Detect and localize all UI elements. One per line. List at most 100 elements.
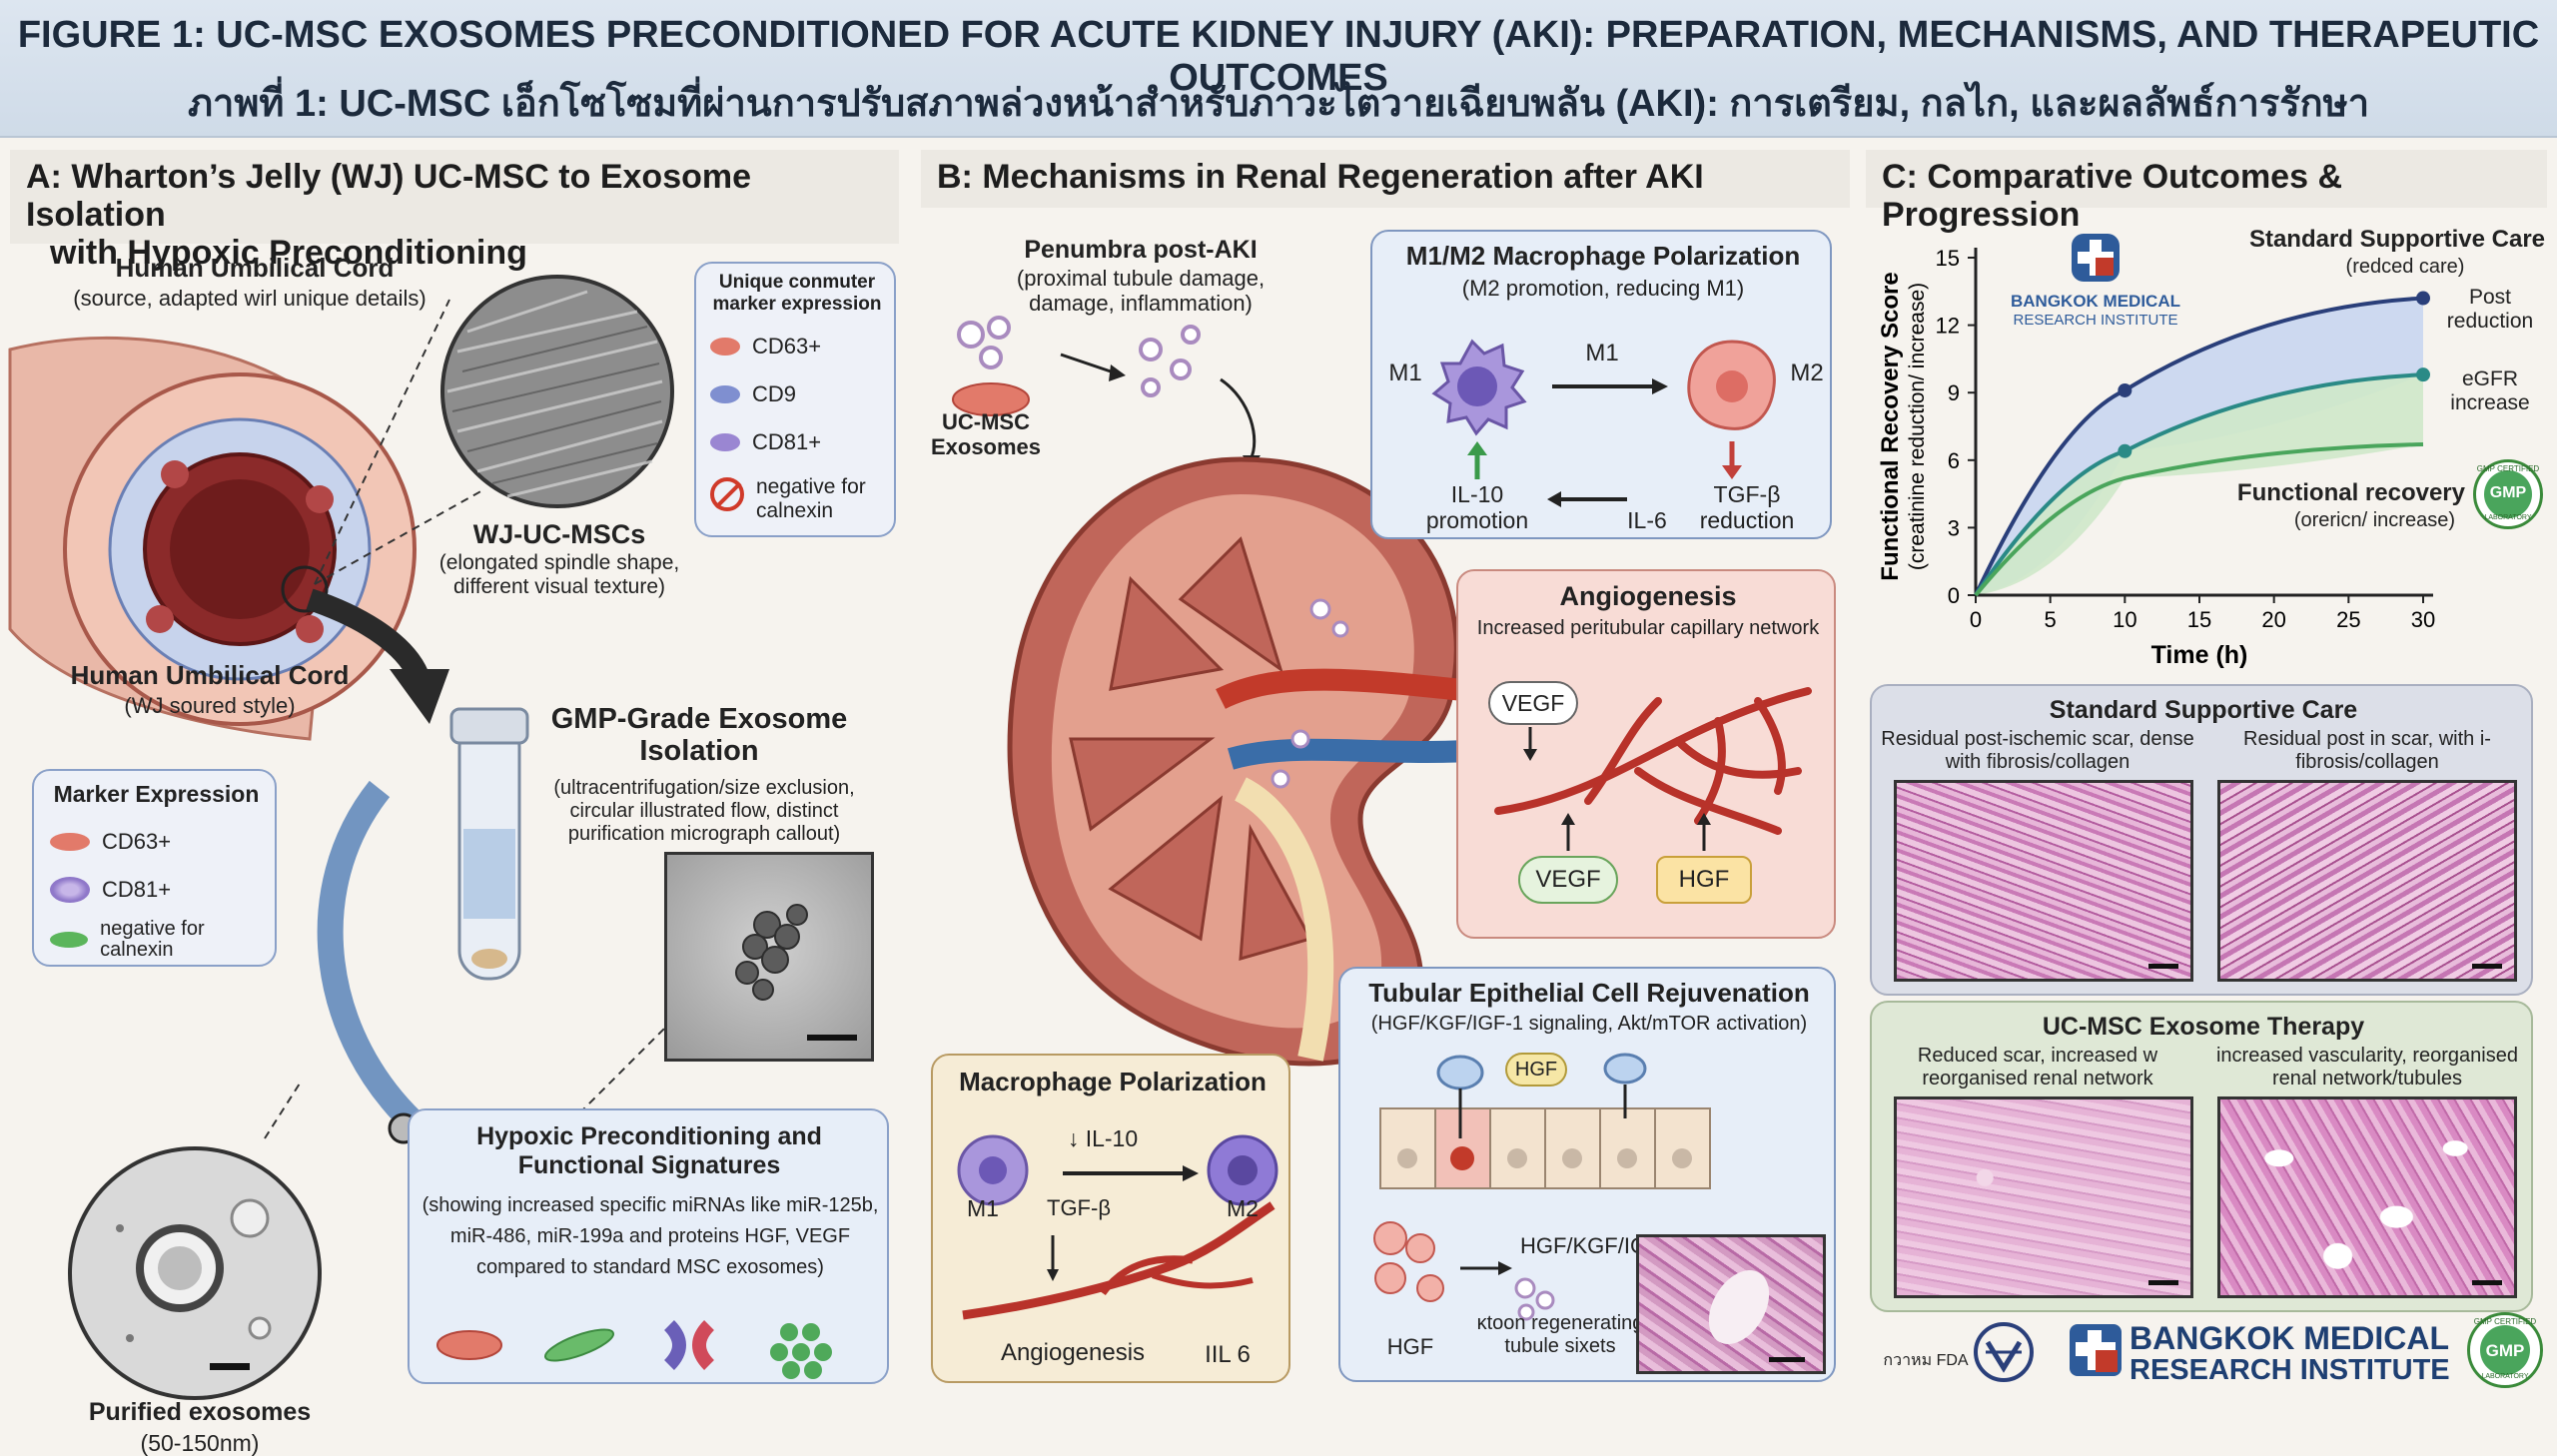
unique-marker-item: CD63+ xyxy=(752,334,822,359)
wj-msc-micrograph xyxy=(440,275,674,508)
up-arrow-icon xyxy=(1697,813,1711,851)
footer-logo-line2: RESEARCH INSTITUTE xyxy=(2130,1354,2450,1386)
macro-m2-label: M2 xyxy=(1227,1195,1259,1221)
ssc-chart-label: Standard Supportive Care xyxy=(2248,226,2545,253)
chart-data-point xyxy=(2118,443,2132,458)
hist2-caption1: Reduced scar, increased w reorganised re… xyxy=(1917,1045,2158,1090)
hist1-caption2: Residual post in scar, with i- fibrosis/… xyxy=(2243,728,2491,773)
cd63-cell-icon xyxy=(710,338,740,356)
tgfb-reduction-label: TGF-β reduction xyxy=(1699,481,1795,534)
m2-label: M2 xyxy=(1790,360,1824,386)
unique-marker-item: CD81+ xyxy=(752,429,822,454)
angiogenesis-subtitle: Increased peritubular capillary network xyxy=(1476,617,1820,639)
macro-il10-text: IL-10 xyxy=(1085,1125,1139,1151)
m1m2-polarization-box: M1/M2 Macrophage Polarization (M2 promot… xyxy=(1370,230,1832,539)
marker-item: CD81+ xyxy=(102,877,172,902)
purified-exosomes-title: Purified exosomes xyxy=(88,1398,312,1426)
chart-x-tick-label: 15 xyxy=(2187,607,2211,632)
uc-msc-exosomes-label: UC-MSC Exosomes xyxy=(930,409,1042,460)
tec-cells-illustration xyxy=(1373,1221,1512,1302)
il10-promotion-label: IL-10 promotion xyxy=(1425,481,1529,534)
panel-a: A: Wharton’s Jelly (WJ) UC-MSC to Exosom… xyxy=(8,150,899,1456)
gmp-badge-top: GMP CERTIFIED xyxy=(2476,464,2540,473)
figure-title-thai: ภาพที่ 1: UC-MSC เอ็กโซโซมที่ผ่านการปรับ… xyxy=(187,83,2370,125)
chart-upper-band xyxy=(1976,298,2423,595)
footer-gmp-top: GMP CERTIFIED xyxy=(2473,1317,2537,1326)
panel-a-title: A: Wharton’s Jelly (WJ) UC-MSC to Exosom… xyxy=(10,150,899,272)
exosome-cluster xyxy=(735,904,857,1041)
micrograph-callout-line xyxy=(578,1028,665,1114)
il6-label: IL-6 xyxy=(1627,507,1667,533)
hist-standard-image-1 xyxy=(1894,780,2193,982)
prohibit-icon xyxy=(710,477,744,511)
hypoxic-title: Hypoxic Preconditioning and Functional S… xyxy=(476,1122,822,1179)
macrophage-polarization-box: Macrophage Polarization ↓ IL-10 M1 TGF-β… xyxy=(931,1054,1290,1383)
m1m2-title: M1/M2 Macrophage Polarization xyxy=(1405,241,1801,271)
hypoxic-body: (showing increased specific miRNAs like … xyxy=(422,1194,879,1278)
chart-x-tick-label: 30 xyxy=(2411,607,2435,632)
chart-x-tick-label: 25 xyxy=(2336,607,2360,632)
macro-il6-label: IIL 6 xyxy=(1205,1341,1251,1368)
hgf-badge: HGF xyxy=(1656,856,1752,904)
gmp-badge: GMP CERTIFIED GMP LABORATORY xyxy=(2473,459,2543,529)
chart-series-line-2 xyxy=(1974,372,2424,597)
logo-line1: BANGKOK MEDICAL xyxy=(2011,292,2180,311)
chart-y-tick-label: 6 xyxy=(1948,448,1960,473)
chart-x-tick-label: 10 xyxy=(2113,607,2136,632)
m1-label: M1 xyxy=(1388,360,1422,386)
purified-exosome-micrograph xyxy=(68,1083,322,1400)
calnexin-cell-icon xyxy=(50,932,89,948)
marker-item: CD63+ xyxy=(102,829,172,854)
down-arrow-icon xyxy=(1523,727,1537,761)
marker-expression-box: Marker Expression CD63+ CD81+ negative f… xyxy=(32,769,277,967)
panel-b: B: Mechanisms in Renal Regeneration afte… xyxy=(921,150,1850,1388)
cd9-cell-icon xyxy=(710,385,740,403)
regenerating-exosome-icon xyxy=(1514,1277,1555,1321)
hist2-caption2: increased vascularity, reorganised renal… xyxy=(2215,1045,2518,1090)
chart-data-point xyxy=(2416,367,2430,382)
chart-lower-band xyxy=(1976,374,2423,595)
chart-y-tick-label: 9 xyxy=(1948,380,1960,405)
chart-x-tick-label: 0 xyxy=(1970,607,1982,632)
footer-fda-text: กวาหม FDA xyxy=(1883,1352,1969,1369)
process-arrow-icon xyxy=(306,588,449,724)
epithelium-illustration xyxy=(1379,1053,1711,1189)
up-arrow-green-icon xyxy=(1467,441,1487,479)
hist-exosome-image-2 xyxy=(2217,1096,2517,1298)
bmri-logo-icon xyxy=(2072,234,2120,282)
panel-a-title-line1: A: Wharton’s Jelly (WJ) UC-MSC to Exosom… xyxy=(26,158,752,234)
tec-title: Tubular Epithelial Cell Rejuvenation xyxy=(1368,978,1810,1008)
capillary-network-illustration xyxy=(1494,687,1812,835)
vegf-badge-green: VEGF xyxy=(1518,856,1618,904)
tubular-rejuvenation-box: Tubular Epithelial Cell Rejuvenation (HG… xyxy=(1338,967,1836,1382)
chart-y-tick-label: 15 xyxy=(1936,246,1960,271)
scale-bar xyxy=(2148,964,2178,969)
gmp-isolation-subtitle: (ultracentrifugation/size exclusion, cir… xyxy=(553,777,855,845)
chart-y-tick-label: 3 xyxy=(1948,515,1960,540)
kidney-illustration xyxy=(1007,456,1502,1067)
tec-hgf-label: HGF xyxy=(1386,1334,1434,1359)
hist-exosome-image-1 xyxy=(1894,1096,2193,1298)
figure-header: FIGURE 1: UC-MSC EXOSOMES PRECONDITIONED… xyxy=(0,0,2557,138)
penumbra-title: Penumbra post-AKI xyxy=(1024,236,1258,264)
chart-series-line-3 xyxy=(1974,442,2424,597)
tec-subtitle: (HGF/KGF/IGF-1 signaling, Akt/mTOR activ… xyxy=(1370,1013,1808,1035)
unique-marker-item: CD9 xyxy=(752,381,797,406)
macro-illustration xyxy=(957,1134,1278,1320)
wj-msc-title: WJ-UC-MSCs xyxy=(472,519,646,549)
footer-gmp-bottom: LABORATORY xyxy=(2481,1373,2529,1380)
histology-exosome-box: UC-MSC Exosome Therapy Reduced scar, inc… xyxy=(1870,1001,2533,1312)
tec-regen-label: ĸtoon regenerating tubule sixets xyxy=(1476,1312,1644,1357)
gmp-isolation-title: GMP-Grade Exosome Isolation xyxy=(550,703,848,767)
m1m2-subtitle: (M2 promotion, reducing M1) xyxy=(1461,276,1745,301)
tubule-micrograph xyxy=(1636,1234,1826,1374)
ssc-chart-sublabel: (redced care) xyxy=(2345,256,2465,278)
marker-item: negative for calnexin xyxy=(100,918,205,961)
angiogenesis-title: Angiogenesis xyxy=(1559,581,1737,611)
footer-logo-line1: BANGKOK MEDICAL xyxy=(2130,1320,2449,1356)
hist1-caption1: Residual post-ischemic scar, dense with … xyxy=(1881,728,2194,773)
scale-bar xyxy=(2148,1280,2178,1285)
hypoxic-preconditioning-box: Hypoxic Preconditioning and Functional S… xyxy=(408,1108,889,1384)
m1-arrow-label: M1 xyxy=(1585,340,1619,366)
panel-c: C: Comparative Outcomes & Progression BA… xyxy=(1866,150,2547,1388)
